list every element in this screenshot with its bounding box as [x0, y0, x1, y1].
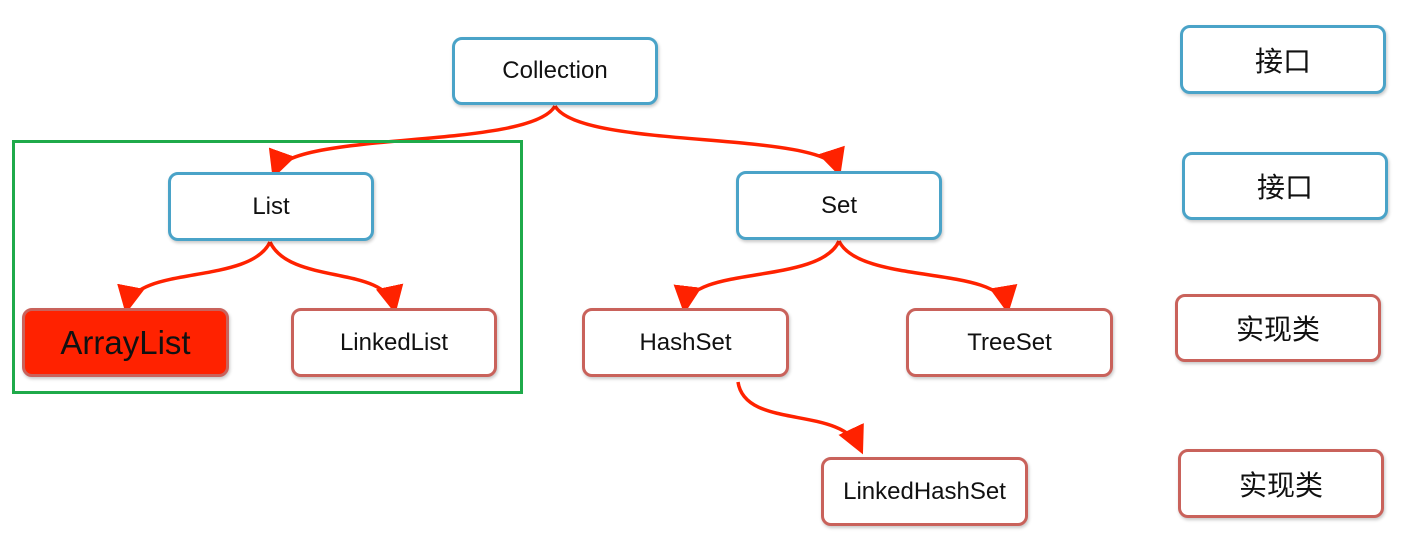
edge-list-arraylist: [117, 241, 272, 314]
list-group-highlight-box: [12, 140, 523, 394]
node-linkedlist: LinkedList: [291, 308, 497, 377]
edge-list-linkedlist: [268, 241, 404, 314]
edge-set-hashset: [673, 240, 841, 314]
legend-interface-1: 接口: [1180, 25, 1386, 94]
edge-set-treeset: [837, 240, 1018, 314]
legend-interface-2: 接口: [1182, 152, 1388, 220]
node-list: List: [168, 172, 374, 241]
legend-implementation-1: 实现类: [1175, 294, 1381, 362]
node-linkedhashset: LinkedHashSet: [821, 457, 1028, 526]
legend-implementation-2: 实现类: [1178, 449, 1384, 518]
node-hashset: HashSet: [582, 308, 789, 377]
edge-hashset-linkedhashset: [736, 381, 864, 455]
edge-collection-list: [269, 104, 557, 179]
node-collection: Collection: [452, 37, 658, 105]
node-arraylist: ArrayList: [22, 308, 229, 377]
node-treeset: TreeSet: [906, 308, 1113, 377]
node-set: Set: [736, 171, 942, 240]
edge-collection-set: [553, 104, 845, 177]
